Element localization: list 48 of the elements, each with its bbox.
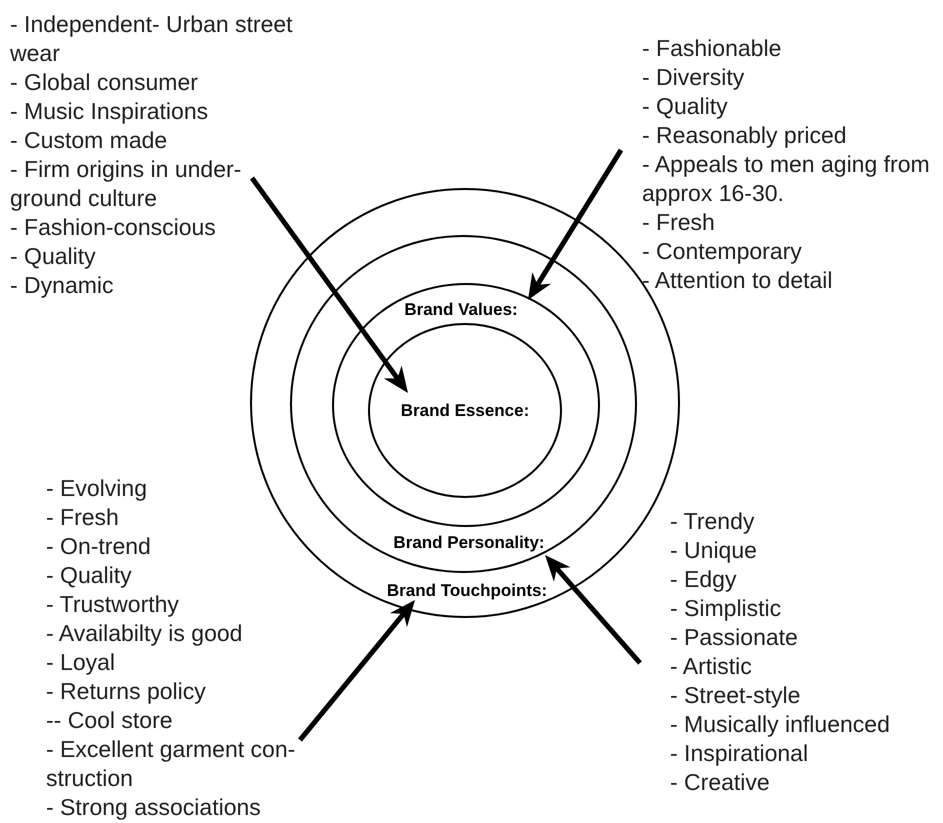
list-item: - Simplistic [670,594,782,623]
arrow [298,600,415,742]
ring-label: Brand Personality: [393,533,545,553]
list-item: - Diversity [642,63,744,92]
list-item: - Dynamic [10,271,114,300]
list-item: - Trustworthy [46,590,179,619]
list-item: - Inspirational [670,739,808,768]
list-item: - Custom made [10,126,168,155]
ring-label: Brand Essence: [400,401,530,421]
ring-label: Brand Touchpoints: [386,581,548,601]
list-item: - Excellent garment con- struction [46,735,296,793]
arrow [250,176,408,393]
list-item: - Contemporary [642,237,802,266]
list-item: - Independent- Urban street wear [10,10,294,68]
list-item: - Edgy [670,565,736,594]
arrow [545,555,642,665]
list-item: - Global consumer [10,68,198,97]
list-item: - Fashionable [642,34,782,63]
list-item: - Trendy [670,507,754,536]
list-item: - Creative [670,768,770,797]
list-item: - Fashion-conscious [10,213,216,242]
list-item: - Unique [670,536,757,565]
list-item: - Quality [10,242,96,271]
list-item: -- Cool store [46,706,173,735]
concentric-circle [332,283,600,527]
list-item: - Strong associations [46,793,261,822]
list-item: - Loyal [46,648,116,677]
list-item: - Music Inspirations [10,97,208,126]
list-item: - Street-style [670,681,800,710]
list-item: - Reasonably priced [642,121,847,150]
list-item: - Fresh [642,208,715,237]
list-item: - Quality [46,561,132,590]
list-item: - Quality [642,92,728,121]
list-item: - Availabilty is good [46,619,242,648]
list-item: - Passionate [670,623,798,652]
concentric-circle [290,235,637,573]
list-item: - Evolving [46,474,147,503]
list-item: - Returns policy [46,677,206,706]
list-item: - Firm origins in under- ground culture [10,155,242,213]
concentric-circle [368,323,562,498]
list-item: - Fresh [46,503,119,532]
arrow [528,148,624,300]
list-item: - Appeals to men aging from approx 16-30. [642,150,931,208]
list-item: - Attention to detail [642,266,833,295]
list-item: - On-trend [46,532,151,561]
list-item: - Musically influenced [670,710,890,739]
ring-label: Brand Values: [404,300,518,320]
list-item: - Artistic [670,652,752,681]
